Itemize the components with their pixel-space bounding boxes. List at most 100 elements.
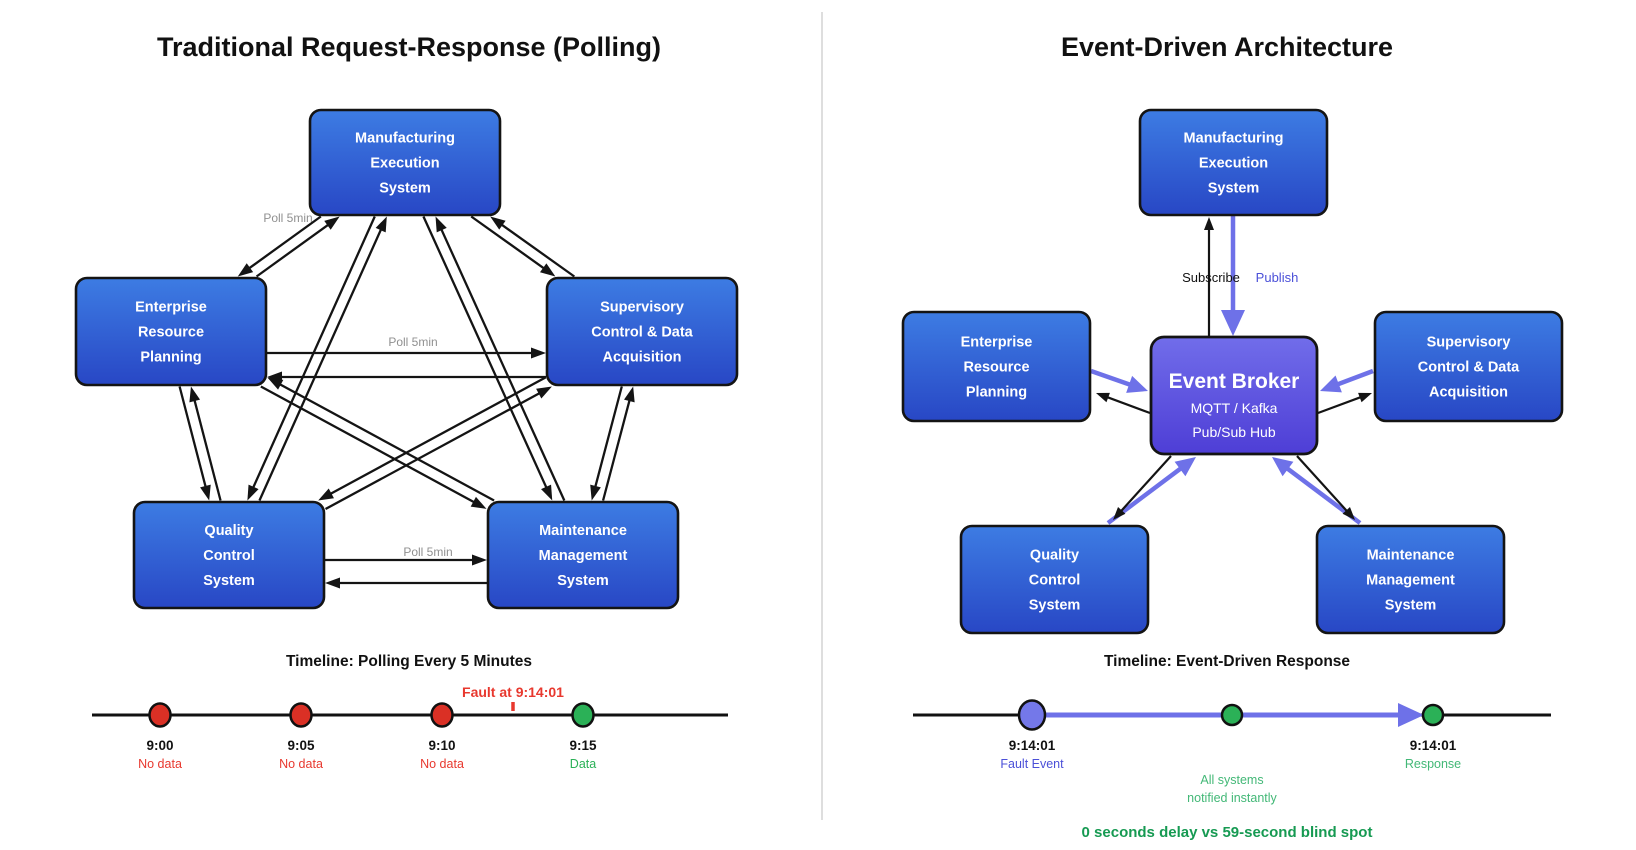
arrow-qcs-mes [258, 216, 387, 501]
arrowhead [375, 216, 387, 233]
event-status: Fault Event [1000, 757, 1064, 771]
node-label-line: System [379, 181, 431, 197]
arrow-shaft [244, 215, 322, 273]
arrowhead [624, 386, 635, 403]
arrow-scada-mes [490, 216, 576, 278]
arrowhead [1272, 457, 1294, 477]
node-label-line: Control & Data [591, 325, 693, 341]
node-box-qcs-right [959, 524, 1150, 635]
arrow-shaft [192, 394, 222, 501]
arrow-mes-qcs [247, 216, 376, 501]
arrow-shaft [178, 386, 209, 493]
arrow-erp-mms [260, 385, 487, 509]
arrow-scada-publish [1320, 368, 1374, 393]
polling-arrows [178, 215, 635, 589]
arrow-erp-publish [1090, 368, 1148, 393]
node-box-erp-right [901, 310, 1092, 423]
node-box-qcs [132, 500, 326, 610]
arrow-erp-scada [267, 347, 546, 359]
node-label-line: Maintenance [539, 523, 627, 539]
event-broker-title: Event Broker [1169, 370, 1300, 393]
event-time: 9:10 [428, 738, 455, 753]
arrowhead [189, 386, 201, 403]
instant-propagation-arrow [1032, 703, 1424, 727]
notified-note-line-0: All systems [1200, 773, 1263, 787]
arrowhead [200, 484, 211, 501]
node-label-line: System [1029, 598, 1081, 614]
arrowhead [237, 263, 254, 277]
arrowhead [1113, 507, 1126, 520]
arrowhead [1126, 375, 1148, 393]
node-label-line: System [1208, 181, 1260, 197]
arrowhead [1358, 392, 1372, 403]
arrow-shaft [1296, 455, 1351, 515]
node-label-line: Resource [963, 360, 1029, 376]
arrow-shaft [324, 389, 545, 511]
event-status: No data [138, 757, 182, 771]
node-label-line: Manufacturing [355, 131, 455, 147]
green-dot [571, 702, 595, 728]
node-label-line: Execution [1199, 156, 1268, 172]
left-diagram: ManufacturingExecutionSystemEnterpriseRe… [74, 108, 739, 610]
node-label-line: Planning [966, 385, 1027, 401]
poll-interval-label-1: Poll 5min [388, 335, 437, 349]
purple-dot [1017, 699, 1047, 731]
event-status: No data [279, 757, 323, 771]
event-time: 9:00 [146, 738, 173, 753]
arrowhead [1221, 310, 1245, 336]
arrow-mes-mms [422, 216, 553, 501]
arrow-mms-erp [267, 377, 495, 502]
node-label-line: Quality [204, 523, 253, 539]
node-label-line: System [1385, 598, 1437, 614]
arrowhead [247, 484, 259, 501]
node-label-line: Enterprise [135, 300, 207, 316]
arrowhead [590, 484, 601, 501]
poll-interval-label-2: Poll 5min [403, 545, 452, 559]
arrowhead [541, 484, 553, 501]
arrow-shaft [470, 215, 549, 273]
arrow-shaft [1117, 455, 1172, 515]
timeline-event-Fault Event: 9:14:01Fault Event [1000, 699, 1064, 771]
node-label-line: Execution [370, 156, 439, 172]
left-timeline-title: Timeline: Polling Every 5 Minutes [285, 653, 533, 670]
arrow-scada-erp [267, 371, 546, 383]
arrow-shaft [422, 216, 550, 493]
arrow-mes-scada [470, 215, 556, 277]
arrow-erp-mes [255, 216, 340, 278]
right-timeline-title: Timeline: Event-Driven Response [1103, 653, 1351, 670]
arrow-mms-qcs [325, 577, 487, 589]
node-box-mes-right [1138, 108, 1329, 217]
event-time: 9:15 [569, 738, 597, 753]
node-label-line: Acquisition [1429, 385, 1508, 401]
arrow-shaft [260, 385, 480, 506]
event-time: 9:05 [287, 738, 315, 753]
arrowhead [1096, 392, 1110, 403]
arrowhead [539, 263, 556, 277]
arrow-shaft [274, 380, 495, 502]
node-label-line: Supervisory [600, 300, 684, 316]
arrow-shaft [325, 376, 547, 498]
arrow-mms-deliver [1296, 455, 1355, 520]
arrowhead [472, 554, 487, 566]
arrowhead [531, 347, 546, 359]
left-panel-title: Traditional Request-Response (Polling) [156, 32, 662, 62]
node-label-line: Maintenance [1367, 548, 1455, 564]
arrow-qcs-mms [325, 554, 487, 566]
event-status: No data [420, 757, 464, 771]
arrow-mms-mes [435, 216, 566, 501]
arrowhead [536, 386, 552, 399]
timeline-event-9:00: 9:00 No data [138, 702, 182, 771]
green-dot [1421, 703, 1445, 727]
arrowhead [324, 216, 340, 230]
